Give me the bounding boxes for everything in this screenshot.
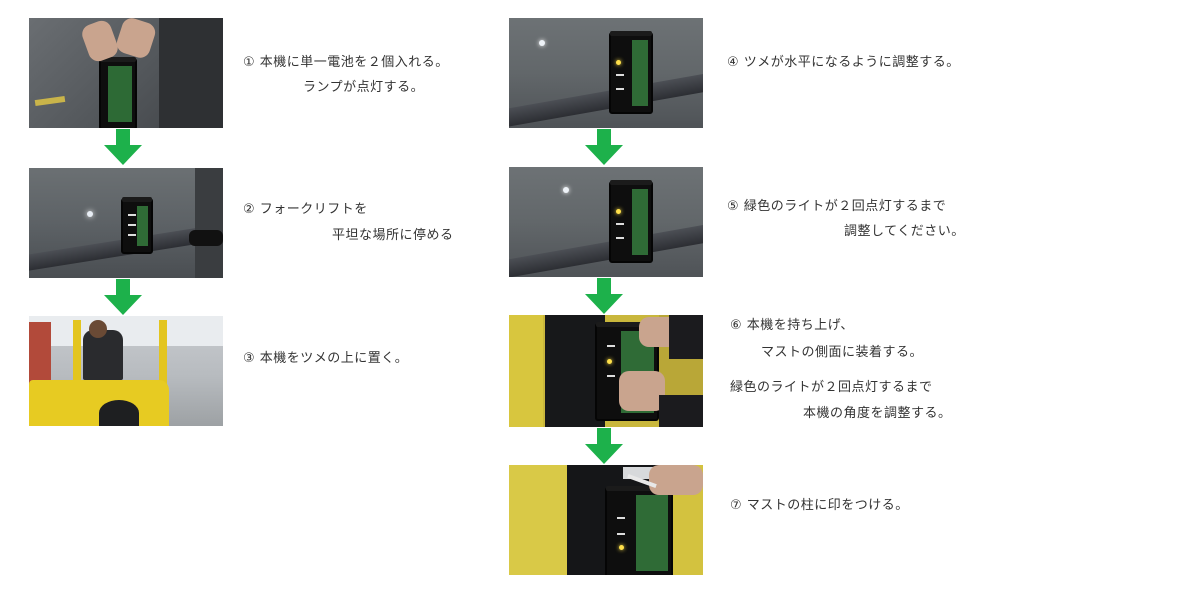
- step6-text-note: 緑色のライトが２回点灯するまで: [730, 380, 933, 395]
- step7-text: ⑦ マストの柱に印をつける。: [730, 498, 909, 513]
- step5-photo: [509, 167, 703, 277]
- step2-text-sub: 平坦な場所に停める: [332, 228, 454, 243]
- step2-text: ② フォークリフトを: [243, 202, 368, 217]
- step6-photo: [509, 315, 703, 427]
- down-arrow-icon: [585, 428, 623, 464]
- step6-text-note-sub: 本機の角度を調整する。: [803, 406, 952, 421]
- step1-text-sub: ランプが点灯する。: [303, 80, 425, 95]
- step1-text: ① 本機に単一電池を２個入れる。: [243, 55, 449, 70]
- step6-text: ⑥ 本機を持ち上げ、: [730, 318, 854, 333]
- step7-photo: [509, 465, 703, 575]
- step5-text: ⑤ 緑色のライトが２回点灯するまで: [727, 199, 947, 214]
- down-arrow-icon: [585, 278, 623, 314]
- down-arrow-icon: [585, 129, 623, 165]
- step6-text-sub: マストの側面に装着する。: [761, 345, 924, 360]
- down-arrow-icon: [104, 279, 142, 315]
- step4-photo: [509, 18, 703, 128]
- step3-text: ③ 本機をツメの上に置く。: [243, 351, 409, 366]
- step3-photo: [29, 316, 223, 426]
- step1-photo: [29, 18, 223, 128]
- step5-text-sub: 調整してください。: [844, 224, 965, 239]
- down-arrow-icon: [104, 129, 142, 165]
- step4-text: ④ ツメが水平になるように調整する。: [727, 55, 960, 70]
- step2-photo: [29, 168, 223, 278]
